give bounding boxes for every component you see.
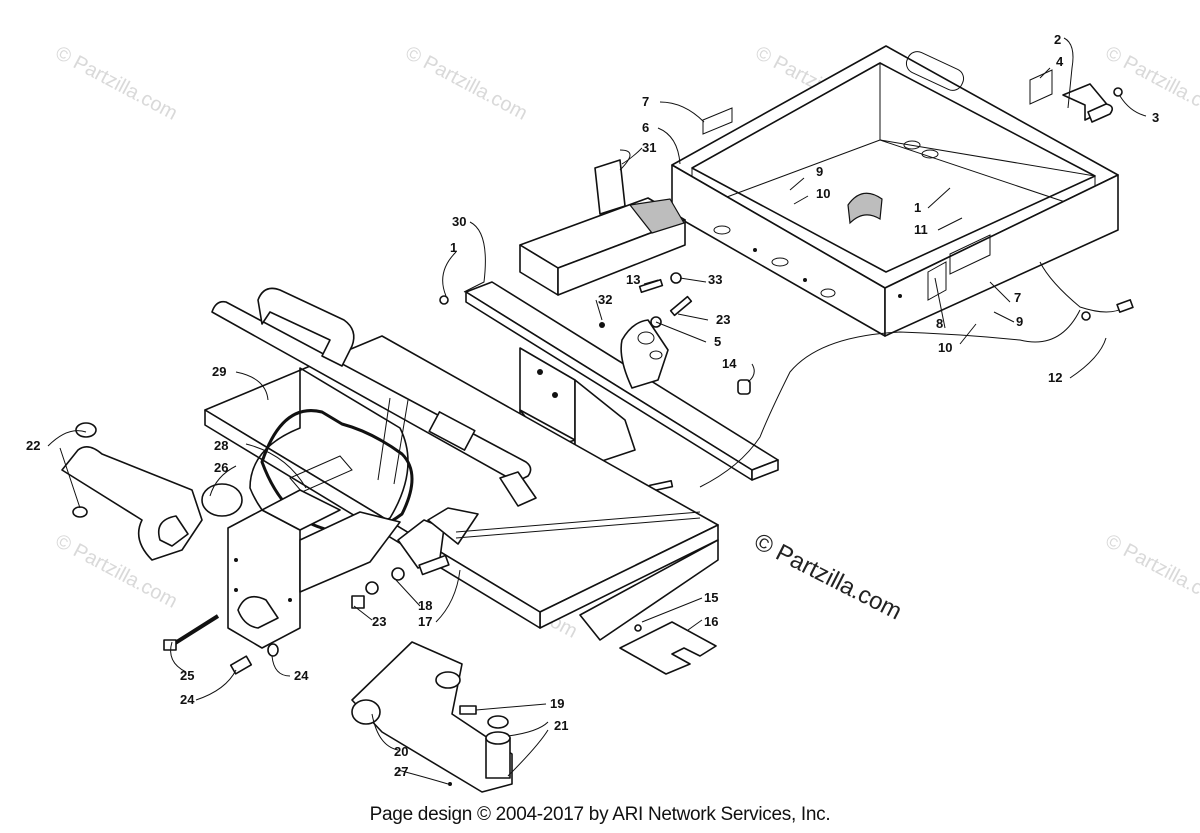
hitch-tower bbox=[519, 159, 686, 296]
callout-1: 1 bbox=[450, 240, 457, 255]
guard-plate bbox=[619, 621, 717, 675]
callout-20: 20 bbox=[394, 744, 408, 759]
callout-6: 6 bbox=[642, 120, 649, 135]
callout-26: 26 bbox=[214, 460, 228, 475]
callout-9: 9 bbox=[816, 164, 823, 179]
callout-23: 23 bbox=[716, 312, 730, 327]
callout-9: 9 bbox=[1016, 314, 1023, 329]
rear-bracket bbox=[1029, 69, 1123, 123]
callout-10: 10 bbox=[938, 340, 952, 355]
pedal-linkage bbox=[365, 507, 701, 595]
callout-7: 7 bbox=[642, 94, 649, 109]
callout-15: 15 bbox=[704, 590, 718, 605]
callout-3: 3 bbox=[1152, 110, 1159, 125]
callout-32: 32 bbox=[598, 292, 612, 307]
callout-17: 17 bbox=[418, 614, 432, 629]
callout-27: 27 bbox=[394, 764, 408, 779]
callout-33: 33 bbox=[708, 272, 722, 287]
decal bbox=[702, 107, 733, 135]
callout-31: 31 bbox=[642, 140, 656, 155]
callout-12: 12 bbox=[1048, 370, 1062, 385]
callout-10: 10 bbox=[816, 186, 830, 201]
callout-2: 2 bbox=[1054, 32, 1061, 47]
callout-16: 16 bbox=[704, 614, 718, 629]
front-hardware bbox=[163, 595, 365, 675]
right-spindle bbox=[351, 641, 513, 793]
callout-19: 19 bbox=[550, 696, 564, 711]
left-spindle bbox=[61, 422, 243, 561]
wiring-harness bbox=[699, 261, 1126, 488]
callout-24: 24 bbox=[294, 668, 309, 683]
footer-credit: Page design © 2004-2017 by ARI Network S… bbox=[369, 804, 831, 825]
callout-11: 11 bbox=[914, 222, 928, 237]
front-bumper-plate bbox=[227, 489, 401, 649]
callout-30: 30 bbox=[452, 214, 466, 229]
callout-18: 18 bbox=[418, 598, 432, 613]
hitch-plate bbox=[620, 319, 669, 389]
callout-1: 1 bbox=[914, 200, 921, 215]
callout-labels: 2 4 3 7 6 31 9 10 1 11 30 1 13 33 32 23 … bbox=[26, 32, 1159, 779]
callout-7: 7 bbox=[1014, 290, 1021, 305]
cargo-box bbox=[671, 45, 1119, 337]
callout-8: 8 bbox=[936, 316, 943, 331]
hardware bbox=[439, 272, 751, 493]
seat-frame bbox=[211, 287, 537, 549]
callout-28: 28 bbox=[214, 438, 228, 453]
callout-14: 14 bbox=[722, 356, 737, 371]
callout-4: 4 bbox=[1056, 54, 1064, 69]
callout-21: 22 bbox=[26, 438, 40, 453]
callout-21: 21 bbox=[554, 718, 568, 733]
callout-5: 5 bbox=[714, 334, 721, 349]
callout-25: 25 bbox=[180, 668, 194, 683]
callout-22: 23 bbox=[372, 614, 386, 629]
callout-23: 24 bbox=[180, 692, 195, 707]
callout-29: 29 bbox=[212, 364, 226, 379]
callout-13: 13 bbox=[626, 272, 640, 287]
leader-lines bbox=[47, 37, 1147, 785]
main-frame-rail bbox=[465, 281, 779, 481]
